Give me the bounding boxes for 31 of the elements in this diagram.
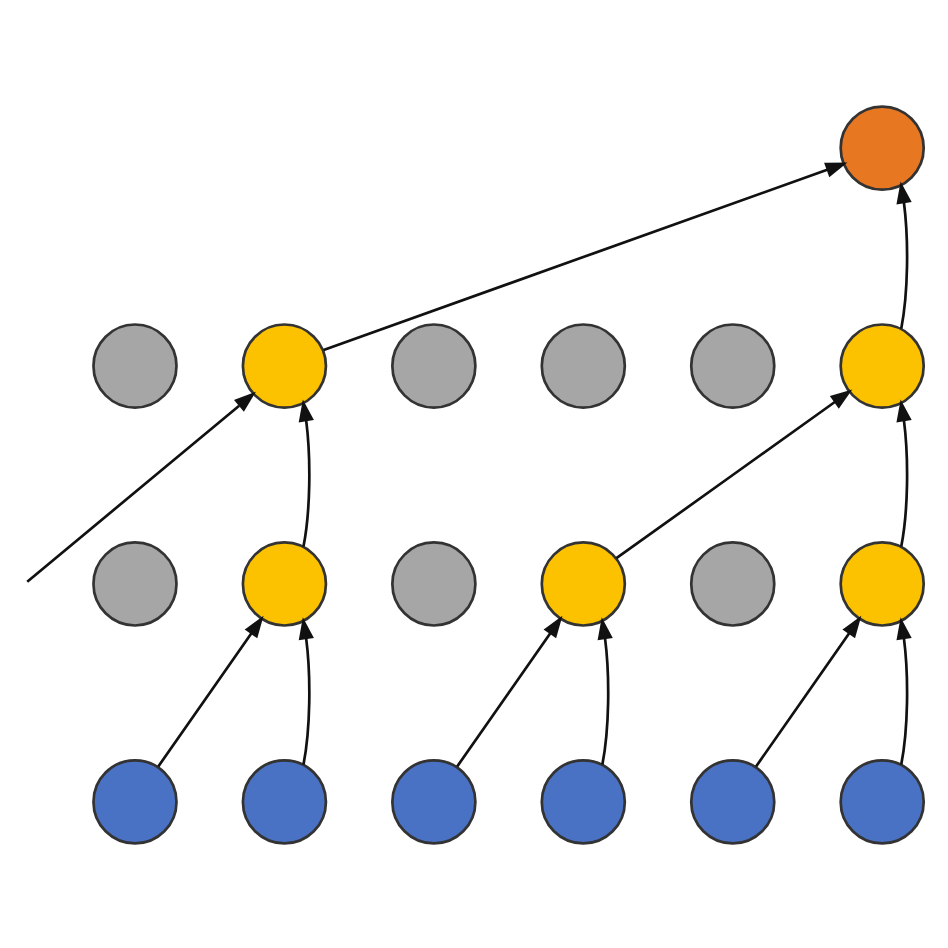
node-circle (91, 322, 177, 408)
node-circle (539, 540, 626, 626)
arrow (895, 180, 911, 328)
node-circle (838, 104, 925, 190)
node-circle (390, 540, 476, 626)
arrow (297, 398, 313, 546)
arrow (322, 161, 847, 351)
node-circle (240, 322, 327, 408)
node-circle (539, 758, 626, 844)
node-circle (240, 758, 327, 844)
arrow (895, 616, 911, 764)
node-circle (838, 322, 925, 408)
node-circle (390, 322, 476, 408)
node-circle (838, 758, 925, 844)
arrow (614, 388, 852, 559)
node-circle (688, 322, 775, 408)
node-circle (688, 758, 775, 844)
node-circle (91, 540, 177, 626)
arrow (596, 616, 612, 764)
node-circle (240, 540, 327, 626)
node-circle (390, 758, 476, 844)
arrow (156, 614, 263, 767)
arrow (754, 614, 861, 767)
node-circle (539, 322, 626, 408)
arrow (297, 616, 313, 764)
node-circle (91, 758, 177, 844)
arrow (25, 390, 255, 582)
arrow (455, 614, 562, 767)
node-circle (688, 540, 775, 626)
arrow (895, 398, 911, 546)
node-circle (838, 540, 925, 626)
